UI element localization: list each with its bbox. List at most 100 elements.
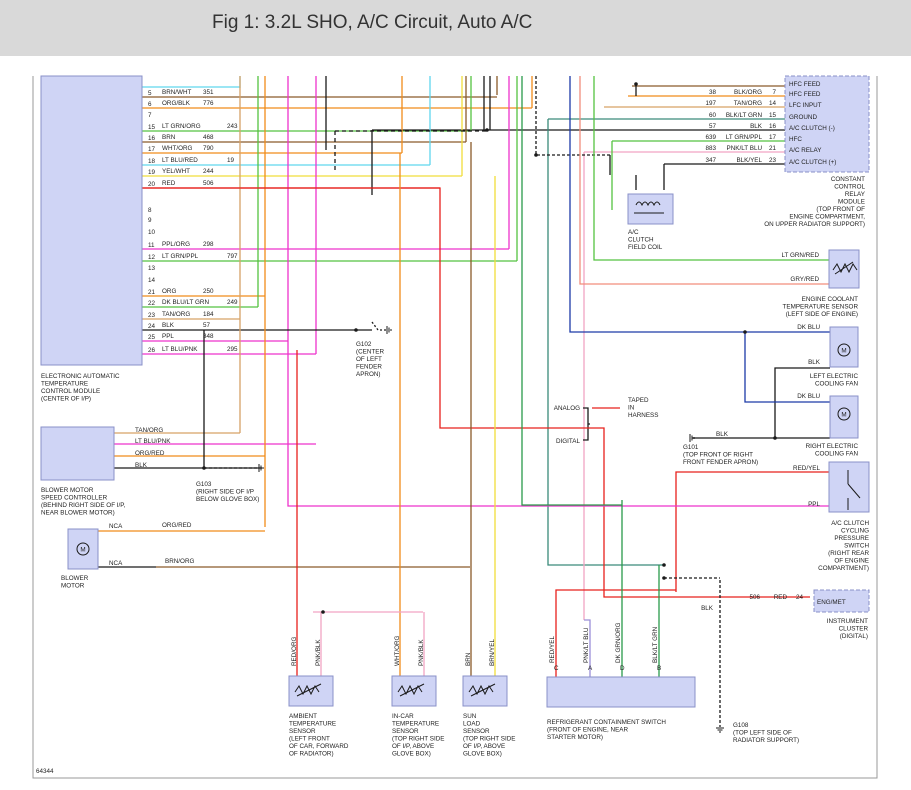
eatc-pin-number: 11 xyxy=(148,242,155,249)
ccrm-circuit-number: 60 xyxy=(709,112,717,119)
g102-dashed xyxy=(334,130,487,170)
cluster-pin-circ: 506 xyxy=(749,594,760,601)
incar-sensor-label: GLOVE BOX) xyxy=(392,751,431,758)
ect-wire-2: GRY/RED xyxy=(790,276,819,283)
sunload-sensor-label: LOAD xyxy=(463,721,481,728)
ccrm-label: MODULE xyxy=(838,199,865,206)
coil-symbol xyxy=(634,201,664,214)
blower-ctrl-wire: TAN/ORG xyxy=(135,427,163,434)
fan-black-l xyxy=(774,367,830,438)
eatc-wire-color: WHT/ORG xyxy=(162,145,193,152)
blower-controller[interactable] xyxy=(40,426,115,481)
eatc-module[interactable] xyxy=(40,75,143,366)
cycling-label: PRESSURE xyxy=(834,535,869,542)
eatc-pin-number: 26 xyxy=(148,347,156,354)
eatc-circuit-number: 351 xyxy=(203,89,214,96)
rcs-c xyxy=(555,589,676,677)
right-fan[interactable] xyxy=(829,395,859,439)
figure-title: Fig 1: 3.2L SHO, A/C Circuit, Auto A/C xyxy=(212,12,533,33)
incar-sensor-label: TEMPERATURE xyxy=(392,721,439,728)
rcs-label: (FRONT OF ENGINE, NEAR xyxy=(547,727,629,734)
ccrm-wire-color: BLK/LT GRN xyxy=(726,112,763,119)
eatc-pin-number: 21 xyxy=(148,289,156,296)
blower-motor[interactable] xyxy=(67,528,99,570)
cycling-wire-1: RED/YEL xyxy=(793,465,820,472)
instrument-cluster[interactable] xyxy=(813,589,870,613)
ambient-sensor-symbol xyxy=(294,683,322,697)
g101-black: BLK xyxy=(716,431,729,438)
blower-motor-wire-2: BRN/ORG xyxy=(165,558,194,565)
eatc-wire-color: BRN/WHT xyxy=(162,89,192,96)
taped-analog: ANALOG xyxy=(554,405,580,412)
splice-dot xyxy=(743,330,747,334)
ccrm-module[interactable] xyxy=(784,75,870,173)
ambient-sensor[interactable] xyxy=(288,675,334,707)
g102-label: APRON) xyxy=(356,371,381,378)
blower-motor-symbol xyxy=(76,542,90,556)
eatc-pin-number: 17 xyxy=(148,146,156,153)
ccrm-label: ENGINE COMPARTMENT, xyxy=(789,214,865,221)
cycling-switch[interactable] xyxy=(828,461,870,513)
taped-bracket xyxy=(583,407,590,441)
eatc-pin-number: 15 xyxy=(148,124,156,131)
eatc-pin-number: 18 xyxy=(148,158,156,165)
eatc-wire-color: LT GRN/ORG xyxy=(162,123,201,130)
splice-dot xyxy=(354,328,358,332)
eatc-pin-number: 24 xyxy=(148,323,156,330)
eatc-pin-number: 12 xyxy=(148,254,156,261)
clutch-coil-label: FIELD COIL xyxy=(628,244,663,251)
eatc-wire-color: LT GRN/PPL xyxy=(162,253,199,260)
sunload-sensor-label: SUN xyxy=(463,713,477,720)
ect-label: TEMPERATURE SENSOR xyxy=(783,304,859,311)
eatc-pin-number: 13 xyxy=(148,265,156,272)
ccrm-pin-number: 17 xyxy=(769,134,777,141)
incar-sensor-label: IN-CAR xyxy=(392,713,414,720)
ccrm-label: CONTROL xyxy=(834,184,865,191)
g101-label: (TOP FRONT OF RIGHT xyxy=(683,452,753,459)
cluster-label: INSTRUMENT xyxy=(827,618,868,625)
ccrm-pin-number: 21 xyxy=(769,145,777,152)
cycling-label: A/C CLUTCH xyxy=(831,520,869,527)
ect-label: (LEFT SIDE OF ENGINE) xyxy=(786,311,858,318)
eatc-wire-color: TAN/ORG xyxy=(162,311,190,318)
sunload-sensor[interactable] xyxy=(462,675,508,707)
cycling-label: OF ENGINE xyxy=(834,558,869,565)
cycling-label: CYCLING xyxy=(841,528,869,535)
ccrm-pin-name: GROUND xyxy=(789,114,817,121)
ccrm-label: (TOP FRONT OF xyxy=(816,206,865,213)
rcs-wire: DK GRN/ORG xyxy=(615,622,622,663)
eatc-pin-number: 14 xyxy=(148,277,156,284)
ccrm-wire-color: LT GRN/PPL xyxy=(726,134,763,141)
ccrm-circuit-number: 38 xyxy=(709,89,717,96)
eatc-circuit-number: 250 xyxy=(203,288,214,295)
ccrm-pin-number: 23 xyxy=(769,157,777,164)
right-fan-label: COOLING FAN xyxy=(815,451,858,458)
ccrm-pin-name: A/C CLUTCH (-) xyxy=(789,125,835,132)
taped-label: IN xyxy=(628,405,635,412)
taped-label: TAPED xyxy=(628,397,649,404)
clutch-coil-label: A/C xyxy=(628,229,639,236)
left-fan[interactable] xyxy=(829,326,859,368)
eatc-label: TEMPERATURE xyxy=(41,381,88,388)
eatc-pin-number: 16 xyxy=(148,135,156,142)
clutch-coil[interactable] xyxy=(627,193,674,225)
incar-sensor[interactable] xyxy=(391,675,437,707)
eatc-label: CONTROL MODULE xyxy=(41,388,100,395)
eatc-circuit-number: 790 xyxy=(203,145,214,152)
sunload-sensor-symbol xyxy=(468,683,496,697)
ambient-sensor-label: OF CAR, FORWARD xyxy=(289,743,349,750)
ambient-sensor-wire: PNK/BLK xyxy=(315,639,322,666)
eatc-label: ELECTRONIC AUTOMATIC xyxy=(41,373,120,380)
ccrm-pin-number: 14 xyxy=(769,100,777,107)
eatc-circuit-number: 244 xyxy=(203,168,214,175)
rcs-pin-letter: C xyxy=(554,665,559,672)
ccrm-wire-color: PNK/LT BLU xyxy=(727,145,763,152)
eatc-pin-number: 23 xyxy=(148,312,156,319)
wires xyxy=(98,76,830,727)
blower-ctrl-wire: LT BLU/PNK xyxy=(135,438,171,445)
g108-label: RADIATOR SUPPORT) xyxy=(733,737,799,744)
g101-label: FRONT FENDER APRON) xyxy=(683,459,758,466)
refrigerant-switch[interactable] xyxy=(546,676,696,708)
cycling-label: SWITCH xyxy=(844,543,869,550)
